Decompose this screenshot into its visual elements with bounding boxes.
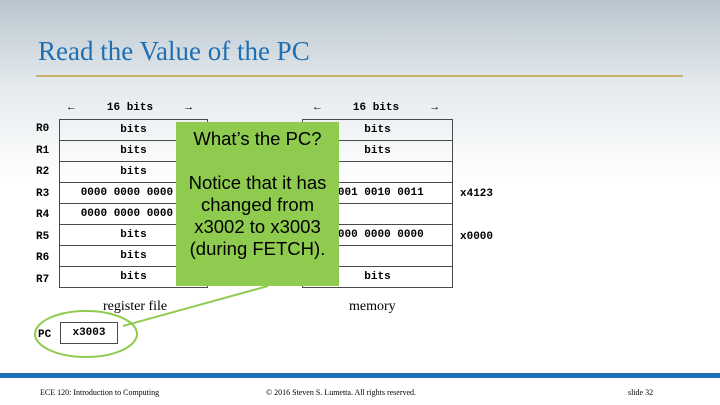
callout-line: changed from (200, 194, 315, 215)
register-cell-r4: 0000 0000 0000 0 (59, 203, 208, 225)
memory-cell: bits (302, 266, 453, 288)
register-cell-r7: bits (59, 266, 208, 288)
memory-address: x4123 (460, 188, 494, 200)
left-arrow-icon: ← (314, 102, 321, 114)
pc-highlight-ring (34, 310, 138, 358)
memory-table: bits bits 0001 0010 0011 0000 0000 0000 … (302, 119, 453, 288)
callout-line: x3002 to x3003 (194, 216, 321, 237)
register-name-r5: R5 (36, 231, 50, 243)
footer-course: ECE 120: Introduction to Computing (40, 388, 160, 397)
callout-line (176, 150, 339, 172)
pc-value-box: x3003 (60, 322, 118, 344)
callout-line: (during FETCH). (189, 238, 326, 259)
footer-slide-number: slide 32 (628, 388, 654, 397)
register-file-caption: register file (103, 299, 168, 314)
slide-title: Read the Value of the PC (38, 36, 310, 66)
register-name-r2: R2 (36, 166, 50, 178)
register-name-r0: R0 (36, 123, 50, 135)
register-name-r6: R6 (36, 252, 50, 264)
callout-line: What’s the PC? (193, 128, 322, 149)
memory-cell: 0001 0010 0011 (302, 182, 453, 204)
left-arrow-icon: ← (68, 102, 75, 114)
register-name-r1: R1 (36, 145, 50, 157)
register-name-r4: R4 (36, 209, 50, 221)
footer-bar (0, 373, 720, 378)
callout-box: What’s the PC? Notice that it has change… (176, 122, 339, 286)
memory-width-text: 16 bits (352, 102, 400, 114)
memory-width-label: ← 16 bits → (314, 101, 438, 115)
memory-cell: bits (302, 140, 453, 162)
register-width-label: ← 16 bits → (68, 101, 192, 115)
register-width-text: 16 bits (106, 102, 154, 114)
memory-cell: 0000 0000 0000 (302, 224, 453, 246)
callout-line: Notice that it has (188, 172, 327, 193)
callout-connector-line (122, 285, 269, 327)
register-name-r7: R7 (36, 274, 50, 286)
memory-caption: memory (349, 299, 396, 314)
register-name-r3: R3 (36, 188, 50, 200)
right-arrow-icon: → (185, 102, 192, 114)
pc-label: PC (38, 329, 52, 341)
right-arrow-icon: → (431, 102, 438, 114)
title-divider (36, 75, 683, 77)
footer-copyright: © 2016 Steven S. Lumetta. All rights res… (266, 388, 417, 397)
register-cell-r0: bits (59, 119, 208, 141)
memory-address: x0000 (460, 231, 494, 243)
register-cell-r3: 0000 0000 0000 0 (59, 182, 208, 204)
register-file-table: bits bits bits 0000 0000 0000 0 0000 000… (59, 119, 208, 288)
